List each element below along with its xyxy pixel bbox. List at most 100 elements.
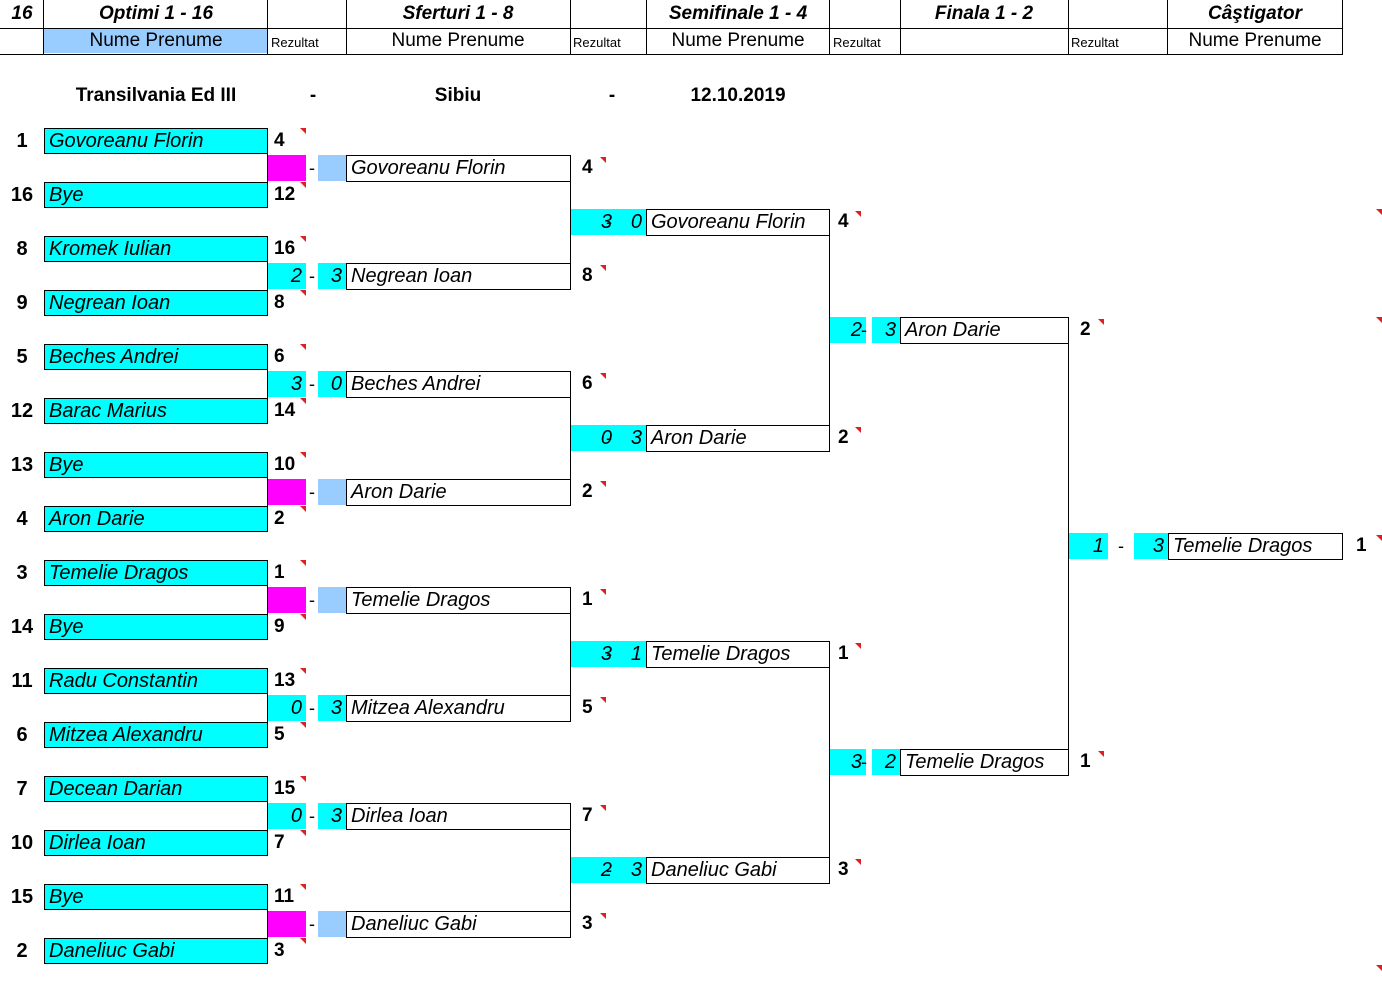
round4-player-name: Aron Darie: [900, 317, 1069, 344]
player-ranking: 3: [274, 940, 285, 961]
seed-number: 4: [16, 508, 28, 530]
player-ranking: 13: [274, 670, 296, 691]
seed-number: 10: [10, 832, 34, 854]
player-ranking: 4: [274, 130, 285, 151]
comment-marker: [300, 452, 306, 458]
score-home: 3: [830, 749, 866, 775]
comment-marker: [300, 884, 306, 890]
winner-ranking: 1: [1356, 535, 1367, 556]
score-separator: -: [309, 698, 315, 718]
comment-marker: [300, 236, 306, 242]
seed-number: 14: [10, 616, 34, 638]
bracket-connector: [267, 910, 268, 938]
player-ranking: 5: [274, 724, 285, 745]
comment-marker: [855, 859, 861, 865]
round2-result-label: Rezultat: [573, 35, 621, 50]
bracket-connector: [267, 154, 268, 182]
round2-ranking: 5: [582, 697, 593, 718]
header-round1: Optimi 1 - 16: [98, 3, 214, 24]
round3-player-name: Daneliuc Gabi: [646, 857, 830, 884]
bracket-connector: [267, 262, 268, 290]
seed-number: 6: [16, 724, 28, 746]
seed-number: 9: [16, 292, 28, 314]
score-separator: -: [309, 806, 315, 826]
header-grid: 16 Optimi 1 - 16 Sferturi 1 - 8 Semifina…: [0, 0, 1344, 56]
final-score-separator: -: [1118, 536, 1124, 556]
player-name-cell: Bye: [44, 884, 268, 910]
round2-ranking: 8: [582, 265, 593, 286]
comment-marker: [300, 128, 306, 134]
comment-marker: [300, 614, 306, 620]
comment-marker: [300, 560, 306, 566]
round2-ranking: 3: [582, 913, 593, 934]
bracket-connector: [267, 802, 268, 830]
round4-player-name: Temelie Dragos: [900, 749, 1069, 776]
header-round2: Sferturi 1 - 8: [402, 3, 514, 24]
score-separator: -: [309, 374, 315, 394]
final-score-away: 3: [1134, 533, 1168, 559]
comment-marker: [855, 211, 861, 217]
event-separator-2: -: [608, 85, 616, 106]
score-separator: -: [606, 428, 612, 448]
player-name-cell: Bye: [44, 614, 268, 640]
player-name-cell: Barac Marius: [44, 398, 268, 424]
player-name-cell: Daneliuc Gabi: [44, 938, 268, 964]
comment-marker: [300, 938, 306, 944]
comment-marker: [1098, 319, 1104, 325]
comment-marker: [300, 506, 306, 512]
winner-name: Temelie Dragos: [1168, 533, 1343, 560]
player-ranking: 7: [274, 832, 285, 853]
comment-marker: [300, 776, 306, 782]
bracket-connector: [1068, 344, 1069, 750]
header-round3: Semifinale 1 - 4: [668, 3, 808, 24]
round2-player-name: Negrean Ioan: [346, 263, 571, 290]
winner-name-label: Nume Prenume: [1188, 30, 1322, 51]
round4-result-label: Rezultat: [1071, 35, 1119, 50]
comment-marker: [600, 589, 606, 595]
score-home: 2: [830, 317, 866, 343]
comment-marker: [300, 344, 306, 350]
seed-number: 7: [16, 778, 28, 800]
comment-marker: [1376, 965, 1382, 971]
comment-marker: [600, 157, 606, 163]
player-name-cell: Aron Darie: [44, 506, 268, 532]
round2-name-label: Nume Prenume: [391, 30, 525, 51]
round2-ranking: 7: [582, 805, 593, 826]
round2-player-name: Daneliuc Gabi: [346, 911, 571, 938]
round3-player-name: Govoreanu Florin: [646, 209, 830, 236]
round2-ranking: 4: [582, 157, 593, 178]
comment-marker: [600, 805, 606, 811]
score-separator: -: [309, 590, 315, 610]
bracket-connector: [267, 586, 268, 614]
score-separator: -: [606, 644, 612, 664]
player-name-cell: Bye: [44, 452, 268, 478]
seed-number: 2: [16, 940, 28, 962]
round3-ranking: 3: [838, 859, 849, 880]
comment-marker: [300, 398, 306, 404]
score-separator: -: [606, 860, 612, 880]
comment-marker: [300, 722, 306, 728]
comment-marker: [1376, 209, 1382, 215]
comment-marker: [300, 830, 306, 836]
player-name-cell: Temelie Dragos: [44, 560, 268, 586]
bracket-connector: [267, 478, 268, 506]
comment-marker: [1376, 317, 1382, 323]
round2-ranking: 2: [582, 481, 593, 502]
player-name-cell: Beches Andrei: [44, 344, 268, 370]
bye-score-away: [318, 155, 346, 181]
player-name-cell: Govoreanu Florin: [44, 128, 268, 154]
player-name-cell: Negrean Ioan: [44, 290, 268, 316]
player-name-cell: Radu Constantin: [44, 668, 268, 694]
score-away: 0: [318, 371, 346, 397]
comment-marker: [855, 643, 861, 649]
round2-player-name: Mitzea Alexandru: [346, 695, 571, 722]
score-separator: -: [309, 914, 315, 934]
seed-number: 5: [16, 346, 28, 368]
round2-ranking: 6: [582, 373, 593, 394]
seed-number: 11: [11, 670, 33, 692]
round4-ranking: 1: [1080, 751, 1091, 772]
round2-player-name: Aron Darie: [346, 479, 571, 506]
player-ranking: 8: [274, 292, 285, 313]
header-round4: Finala 1 - 2: [934, 3, 1034, 24]
